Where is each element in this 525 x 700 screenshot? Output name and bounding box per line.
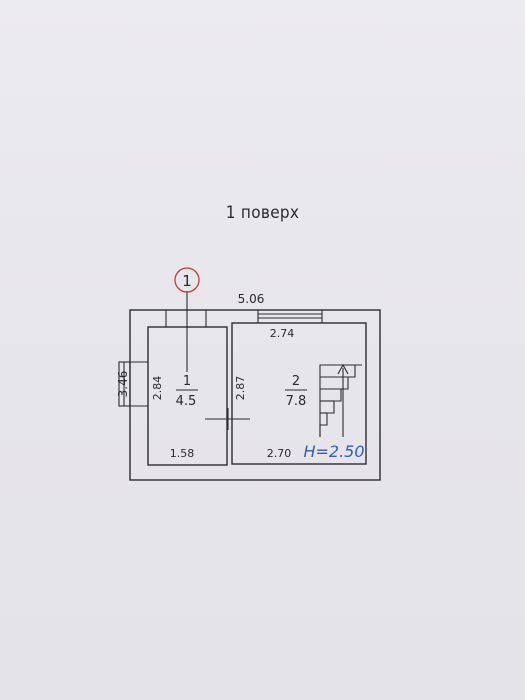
dim-overall-width: 5.06 (238, 292, 265, 306)
dim-room1-width: 1.58 (170, 447, 195, 460)
dim-room2-height: 2.87 (234, 376, 247, 401)
interior-door (205, 408, 250, 430)
room-2-area: 7.8 (286, 394, 307, 409)
dim-room2-bottom-width: 2.70 (267, 447, 292, 460)
staircase (319, 363, 362, 437)
room-2-number: 2 (292, 374, 300, 389)
floor-title: 1 поверх (225, 203, 300, 223)
ceiling-height: H=2.50 (303, 442, 364, 461)
window-top (257, 310, 323, 323)
dim-room2-top-width: 2.74 (270, 327, 295, 340)
dim-overall-height: 3.46 (116, 371, 130, 398)
entry-opening (165, 310, 207, 327)
window-left (118, 361, 148, 407)
dim-room1-height: 2.84 (151, 376, 164, 401)
room-1-number: 1 (183, 374, 191, 389)
axis-marker (174, 267, 200, 372)
axis-marker-label: 1 (182, 272, 192, 290)
room-1-area: 4.5 (176, 394, 197, 409)
room-2-outline (231, 322, 367, 465)
